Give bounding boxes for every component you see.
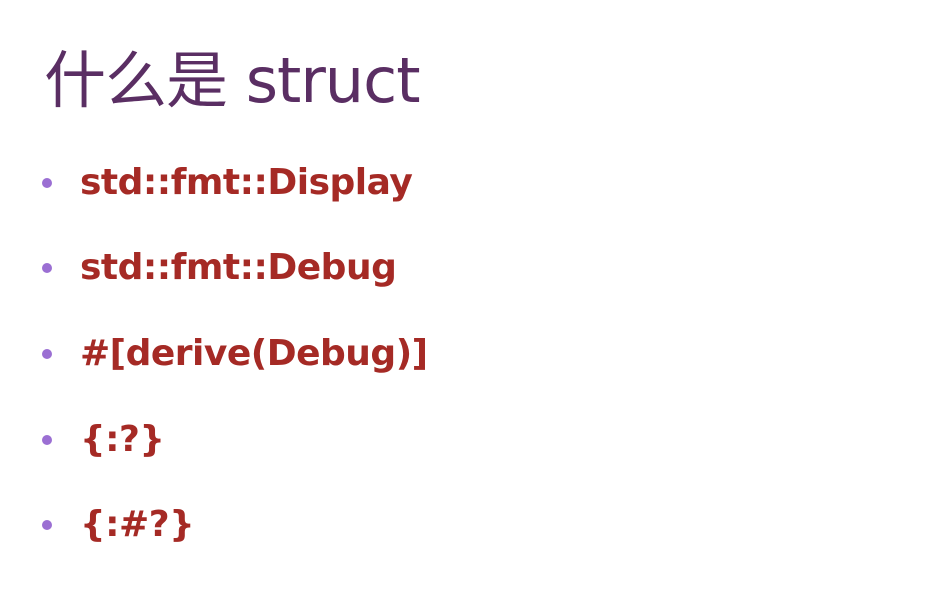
list-item-text: std::fmt::Debug bbox=[80, 246, 397, 288]
bullet-dot-icon bbox=[42, 263, 52, 273]
bullet-dot-icon bbox=[42, 349, 52, 359]
list-item: std::fmt::Display bbox=[42, 157, 413, 207]
list-item: std::fmt::Debug bbox=[42, 242, 397, 292]
bullet-dot-icon bbox=[42, 178, 52, 188]
slide-title: 什么是 struct bbox=[44, 44, 421, 117]
list-item-text: {:?} bbox=[80, 418, 165, 460]
list-item-text: #[derive(Debug)] bbox=[80, 332, 428, 374]
list-item: {:?} bbox=[42, 414, 165, 464]
bullet-dot-icon bbox=[42, 520, 52, 530]
bullet-dot-icon bbox=[42, 435, 52, 445]
list-item-text: std::fmt::Display bbox=[80, 161, 413, 203]
list-item-text: {:#?} bbox=[80, 503, 195, 545]
list-item: #[derive(Debug)] bbox=[42, 328, 428, 378]
list-item: {:#?} bbox=[42, 499, 195, 549]
